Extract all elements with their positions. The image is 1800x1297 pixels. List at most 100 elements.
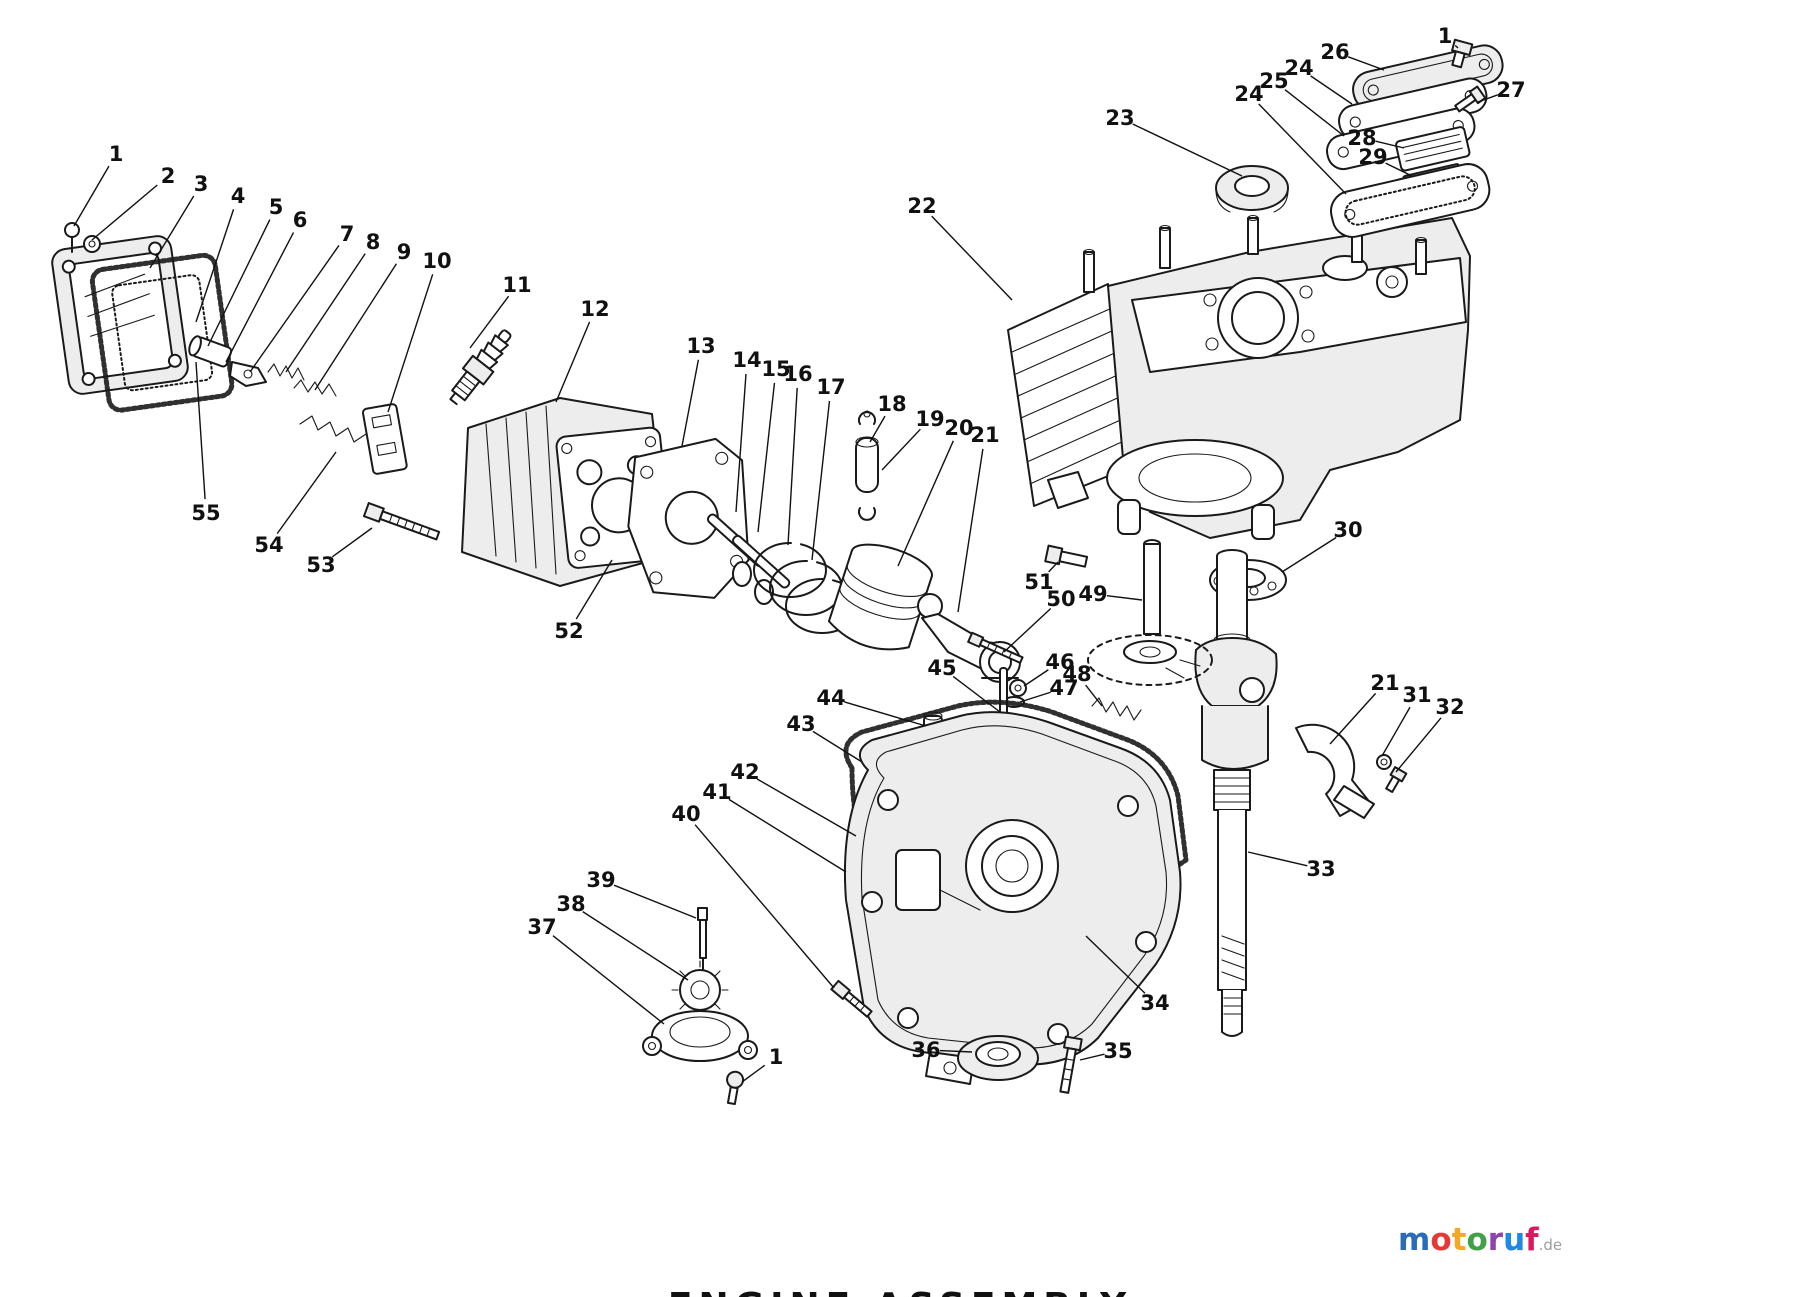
leader-line-1 <box>1454 44 1459 49</box>
motoruf-letter: o <box>1430 1222 1452 1258</box>
callout-40: 40 <box>671 802 700 826</box>
leader-line-37 <box>552 935 665 1025</box>
leader-line-44 <box>844 701 927 727</box>
callout-35: 35 <box>1103 1039 1132 1063</box>
callout-53: 53 <box>306 553 335 577</box>
callout-33: 33 <box>1306 857 1335 881</box>
bearing-clamp <box>1295 723 1408 819</box>
crankcase-cover <box>843 711 1182 1085</box>
leader-line-1 <box>73 165 110 227</box>
bowl-cover <box>651 1010 749 1062</box>
leader-line-2 <box>91 184 158 241</box>
callout-4: 4 <box>231 184 246 208</box>
leader-line-8 <box>285 253 366 373</box>
callout-48: 48 <box>1062 662 1091 686</box>
leader-line-53 <box>331 527 373 558</box>
motoruf-letter: f <box>1525 1222 1539 1258</box>
piston <box>827 543 933 651</box>
leader-line-31 <box>1381 706 1411 757</box>
leader-line-25 <box>1284 89 1345 137</box>
muffler-stack <box>1326 38 1504 238</box>
leader-line-40 <box>694 824 835 989</box>
leader-line-6 <box>225 232 295 363</box>
leader-line-11 <box>469 295 510 349</box>
callout-39: 39 <box>586 868 615 892</box>
float-gear <box>679 969 721 1011</box>
head-bolt <box>362 502 441 541</box>
callout-24: 24 <box>1284 56 1313 80</box>
bottom-oil-seal <box>957 1035 1039 1081</box>
callout-23: 23 <box>1105 106 1134 130</box>
leader-line-33 <box>1247 851 1308 867</box>
motoruf-letter: m <box>1398 1222 1431 1258</box>
head-studs <box>1083 214 1427 293</box>
callout-34: 34 <box>1140 991 1169 1015</box>
leader-line-3 <box>149 195 195 269</box>
callout-26: 26 <box>1320 40 1349 64</box>
leader-line-55 <box>195 361 206 500</box>
leader-line-10 <box>387 274 434 413</box>
callout-8: 8 <box>366 230 381 254</box>
callout-20: 20 <box>944 416 973 440</box>
leader-line-9 <box>314 263 398 391</box>
callout-55: 55 <box>191 501 220 525</box>
motoruf-letter: r <box>1487 1222 1504 1258</box>
callout-25: 25 <box>1259 69 1288 93</box>
callout-1: 1 <box>109 142 124 166</box>
callout-12: 12 <box>580 297 609 321</box>
motoruf-letter: o <box>1466 1222 1488 1258</box>
carburetor-parts <box>642 907 758 1106</box>
mounting-plate <box>361 403 408 475</box>
leader-line-17 <box>811 400 831 561</box>
plug-bolt <box>1044 544 1089 568</box>
muffler-gasket-lower <box>1330 163 1491 238</box>
callout-16: 16 <box>783 362 812 386</box>
callout-24: 24 <box>1234 82 1263 106</box>
muffler-bolt <box>1451 38 1474 69</box>
leader-line-36 <box>939 1049 973 1053</box>
leader-line-50 <box>1003 608 1052 653</box>
callout-17: 17 <box>816 375 845 399</box>
callout-36: 36 <box>911 1038 940 1062</box>
callout-32: 32 <box>1435 695 1464 719</box>
governor-spring <box>1091 697 1142 721</box>
callout-2: 2 <box>161 164 176 188</box>
callout-18: 18 <box>877 392 906 416</box>
callout-54: 54 <box>254 533 283 557</box>
leader-line-35 <box>1079 1053 1105 1061</box>
leader-line-24 <box>1310 75 1353 105</box>
rod-bolt <box>967 631 1024 664</box>
callout-51: 51 <box>1024 570 1053 594</box>
callout-22: 22 <box>907 194 936 218</box>
leader-line-1 <box>741 1064 766 1083</box>
callout-21: 21 <box>1370 671 1399 695</box>
callout-11: 11 <box>502 273 531 297</box>
callout-21: 21 <box>970 423 999 447</box>
leader-line-22 <box>931 215 1013 301</box>
leader-line-5 <box>207 219 271 347</box>
crankshaft <box>1194 549 1278 1037</box>
callout-13: 13 <box>686 334 715 358</box>
motoruf-letter: t <box>1451 1222 1467 1258</box>
leader-line-21 <box>957 448 984 613</box>
leader-line-29 <box>1385 162 1413 177</box>
leader-line-38 <box>582 911 689 981</box>
callout-1: 1 <box>1438 24 1453 48</box>
cropped-caption: ENGINE ASSEMBLY <box>668 1286 1132 1297</box>
leader-line-16 <box>787 387 798 546</box>
callout-6: 6 <box>293 208 308 232</box>
leader-line-45 <box>952 675 1001 713</box>
callout-31: 31 <box>1402 683 1431 707</box>
callout-37: 37 <box>527 915 556 939</box>
callout-9: 9 <box>397 240 412 264</box>
leader-line-27 <box>1477 94 1499 103</box>
head-gasket <box>627 437 750 599</box>
leader-line-7 <box>249 245 340 373</box>
callout-29: 29 <box>1358 145 1387 169</box>
leader-line-24 <box>1258 103 1347 195</box>
motoruf-suffix: .de <box>1538 1236 1563 1254</box>
leader-line-34 <box>1085 935 1146 994</box>
camshaft-governor <box>1087 539 1213 686</box>
